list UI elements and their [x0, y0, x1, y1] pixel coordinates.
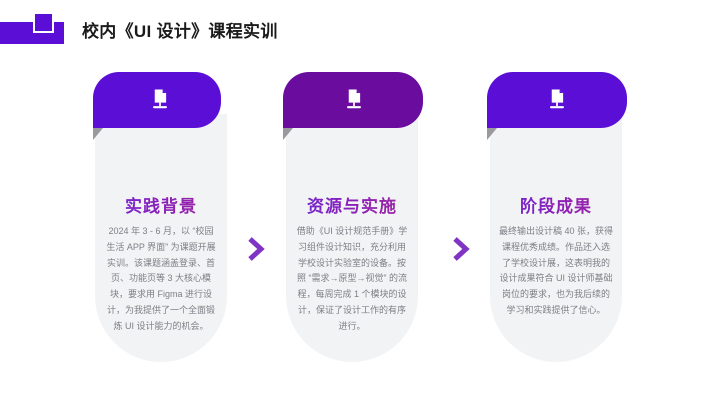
brand-logo [0, 12, 64, 44]
certificate-stand-icon [543, 86, 571, 114]
page-title: 校内《UI 设计》课程实训 [82, 22, 278, 41]
card-resources-implementation[interactable]: 资源与实施 借助《UI 设计规范手册》学习组件设计知识，充分利用学校设计实验室的… [286, 114, 418, 362]
card-body-text: 2024 年 3 - 6 月，以 “校园生活 APP 界面” 为课题开展实训。该… [106, 226, 216, 331]
card-title: 资源与实施 [286, 192, 418, 217]
page-header: 校内《UI 设计》课程实训 [0, 0, 720, 60]
ribbon-fold-shadow [283, 128, 293, 140]
logo-square-shape [33, 12, 54, 33]
chevron-right-icon [450, 236, 472, 262]
cards-row: 实践背景 2024 年 3 - 6 月，以 “校园生活 APP 界面” 为课题开… [0, 72, 720, 372]
ribbon-fold-shadow [487, 128, 497, 140]
chevron-right-icon [245, 236, 267, 262]
certificate-stand-icon [146, 86, 174, 114]
certificate-stand-icon [340, 86, 368, 114]
logo-bar-shape [0, 22, 64, 44]
card-body-text: 最终输出设计稿 40 张，获得课程优秀成绩。作品还入选了学校设计展，这表明我的设… [499, 226, 614, 315]
card-title: 阶段成果 [490, 192, 622, 217]
card-practice-background[interactable]: 实践背景 2024 年 3 - 6 月，以 “校园生活 APP 界面” 为课题开… [95, 114, 227, 362]
ribbon-fold-shadow [93, 128, 103, 140]
card-title: 实践背景 [95, 192, 227, 217]
card-stage-results[interactable]: 阶段成果 最终输出设计稿 40 张，获得课程优秀成绩。作品还入选了学校设计展，这… [490, 114, 622, 362]
card-body-text: 借助《UI 设计规范手册》学习组件设计知识，充分利用学校设计实验室的设备。按照 … [296, 226, 408, 331]
